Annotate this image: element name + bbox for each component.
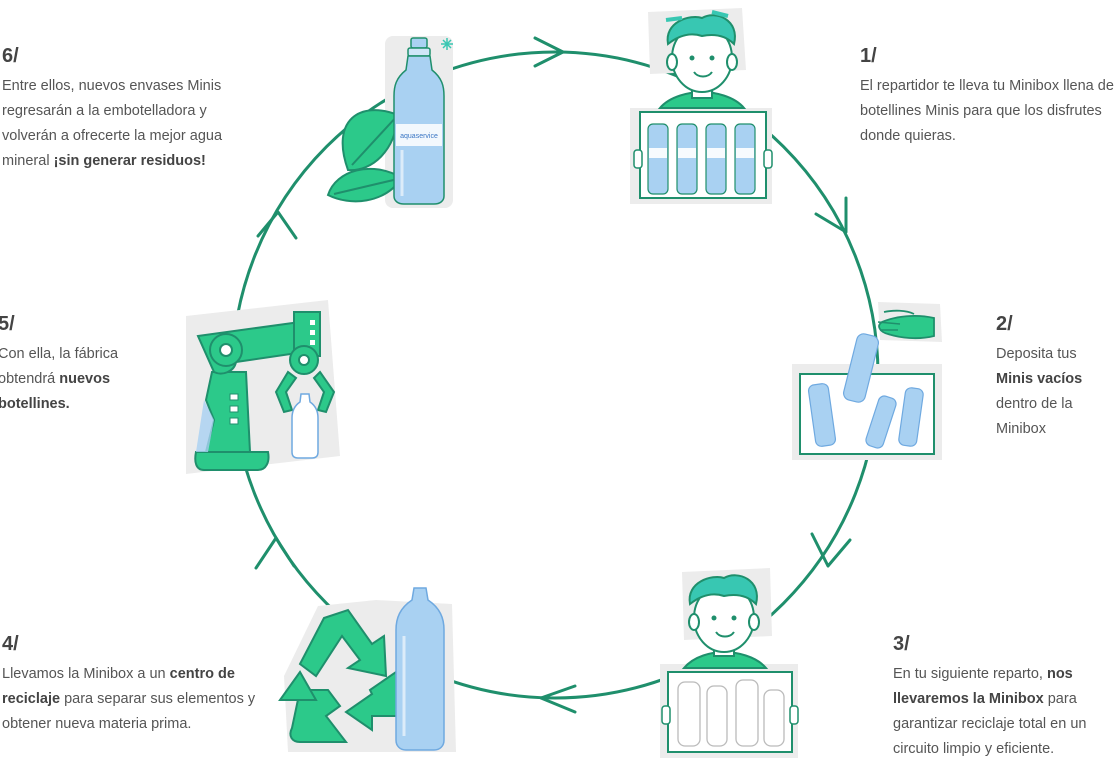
- step-4-text-part-end: para separar sus elementos y obtener nue…: [2, 691, 256, 732]
- step-4-text-part: Llevamos la Minibox a un: [2, 666, 170, 682]
- step-2-text: Deposita tus Minis vacíos dentro de la M…: [996, 342, 1114, 442]
- step-2-number: 2/: [996, 313, 1013, 335]
- step-3-text-part: En tu siguiente reparto,: [893, 666, 1047, 682]
- step-5-number: 5/: [0, 313, 15, 335]
- step-5-text-part: Con ella, la fábrica obtendrá: [0, 346, 119, 387]
- step-4-text: Llevamos la Minibox a un centro de recic…: [2, 662, 262, 737]
- bottle-label-text: aquaservice: [400, 133, 438, 140]
- step-3-number: 3/: [893, 633, 910, 655]
- person-collecting-minibox-icon: [660, 568, 799, 758]
- robotic-factory-arm-icon: [186, 300, 340, 474]
- step-3-text-emphasis: nos llevaremos la Minibox: [893, 666, 1073, 707]
- step-6-text-emphasis: ¡sin generar residuos!: [53, 153, 206, 169]
- arrow-left-upper-icon: [256, 210, 298, 240]
- arrow-bottom-icon: [539, 684, 577, 714]
- step-5-caption: 5/ Con ella, la fábrica obtendrá nuevos …: [0, 312, 138, 417]
- step-6-text: Entre ellos, nuevos envases Minis regres…: [2, 74, 262, 174]
- step-5-text: Con ella, la fábrica obtendrá nuevos bot…: [0, 342, 138, 417]
- recycling-symbol-icon: [278, 587, 456, 752]
- delivery-person-icon: [630, 8, 773, 204]
- step-6-number: 6/: [2, 45, 19, 67]
- arrow-top-icon: [533, 36, 565, 68]
- step-3-caption: 3/ En tu siguiente reparto, nos llevarem…: [893, 632, 1117, 762]
- step-3-text-part-end: para garantizar reciclaje total en un ci…: [893, 691, 1087, 757]
- arrow-right-upper-icon: [814, 196, 848, 234]
- step-2-text-emphasis: Minis vacíos: [996, 371, 1083, 387]
- step-4-text-emphasis: centro de reciclaje: [2, 666, 235, 707]
- step-1-caption: 1/ El repartidor te lleva tu Minibox lle…: [860, 44, 1115, 149]
- step-1-text: El repartidor te lleva tu Minibox llena …: [860, 74, 1115, 149]
- arrow-right-lower-icon: [810, 532, 852, 568]
- hand-depositing-bottles-icon: [792, 302, 942, 460]
- step-1-number: 1/: [860, 45, 877, 67]
- step-6-caption: 6/ Entre ellos, nuevos envases Minis reg…: [2, 44, 262, 174]
- step-2-text-part: Deposita tus: [996, 346, 1077, 362]
- step-4-number: 4/: [2, 633, 19, 655]
- step-5-text-emphasis: nuevos botellines.: [0, 371, 111, 412]
- arrow-left-lower-icon: [254, 536, 296, 570]
- bottle-with-leaves-icon: aquaservice: [326, 36, 453, 208]
- step-2-caption: 2/ Deposita tus Minis vacíos dentro de l…: [996, 312, 1114, 442]
- step-1-text-part: El repartidor te lleva tu Minibox llena …: [860, 78, 1114, 144]
- step-2-text-part-end: dentro de la Minibox: [996, 396, 1073, 437]
- step-4-caption: 4/ Llevamos la Minibox a un centro de re…: [2, 632, 262, 737]
- step-3-text: En tu siguiente reparto, nos llevaremos …: [893, 662, 1117, 762]
- step-6-text-part: Entre ellos, nuevos envases Minis regres…: [2, 78, 223, 169]
